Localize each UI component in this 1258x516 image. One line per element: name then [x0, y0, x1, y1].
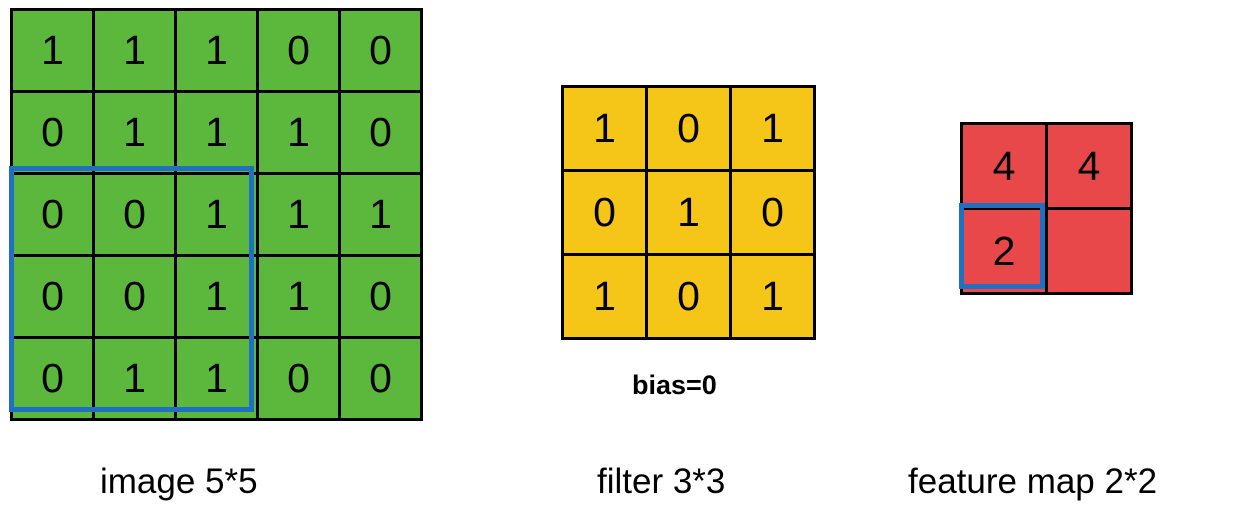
feature-cell-r2c2 [1045, 207, 1133, 295]
image-cell-r1c1: 1 [10, 8, 95, 93]
image-cell-r5c1: 0 [10, 336, 95, 421]
image-cell-r5c5: 0 [338, 336, 423, 421]
image-cell-r5c3: 1 [174, 336, 259, 421]
filter-matrix: 1 0 1 0 1 0 1 0 1 [561, 85, 816, 340]
feature-map-matrix: 4 4 2 [960, 122, 1133, 295]
table-row: 0 1 0 [561, 169, 816, 256]
image-cell-r3c2: 0 [92, 172, 177, 257]
filter-cell-r2c3: 0 [729, 169, 816, 256]
filter-cell-r3c3: 1 [729, 253, 816, 340]
feature-cell-r1c2: 4 [1045, 122, 1133, 210]
table-row: 1 0 1 [561, 253, 816, 340]
filter-cell-r2c2: 1 [645, 169, 732, 256]
image-cell-r3c5: 1 [338, 172, 423, 257]
image-cell-r3c1: 0 [10, 172, 95, 257]
image-matrix: 1 1 1 0 0 0 1 1 1 0 0 0 1 1 1 0 [10, 8, 423, 421]
image-cell-r4c2: 0 [92, 254, 177, 339]
filter-caption: filter 3*3 [597, 462, 726, 501]
image-cell-r1c5: 0 [338, 8, 423, 93]
image-cell-r4c4: 1 [256, 254, 341, 339]
feature-cell-r1c1: 4 [960, 122, 1048, 210]
image-cell-r1c4: 0 [256, 8, 341, 93]
feature-cell-r2c1: 2 [960, 207, 1048, 295]
bias-label: bias=0 [632, 370, 717, 400]
image-cell-r1c2: 1 [92, 8, 177, 93]
image-cell-r4c3: 1 [174, 254, 259, 339]
filter-cell-r1c2: 0 [645, 85, 732, 172]
image-cell-r5c4: 0 [256, 336, 341, 421]
image-cell-r2c2: 1 [92, 90, 177, 175]
feature-map-table: 4 4 2 [960, 122, 1133, 295]
table-row: 1 1 1 0 0 [10, 8, 423, 93]
image-cell-r2c1: 0 [10, 90, 95, 175]
table-row: 4 4 [960, 122, 1133, 210]
image-cell-r3c4: 1 [256, 172, 341, 257]
image-caption: image 5*5 [100, 462, 258, 501]
image-cell-r5c2: 1 [92, 336, 177, 421]
image-matrix-table: 1 1 1 0 0 0 1 1 1 0 0 0 1 1 1 0 [10, 8, 423, 421]
table-row: 0 1 1 1 0 [10, 90, 423, 175]
table-row: 0 0 1 1 1 [10, 172, 423, 257]
filter-cell-r2c1: 0 [561, 169, 648, 256]
filter-cell-r1c3: 1 [729, 85, 816, 172]
filter-cell-r3c1: 1 [561, 253, 648, 340]
table-row: 2 [960, 207, 1133, 295]
image-cell-r1c3: 1 [174, 8, 259, 93]
filter-cell-r1c1: 1 [561, 85, 648, 172]
image-cell-r2c4: 1 [256, 90, 341, 175]
table-row: 0 1 1 0 0 [10, 336, 423, 421]
image-cell-r4c5: 0 [338, 254, 423, 339]
image-cell-r4c1: 0 [10, 254, 95, 339]
filter-matrix-table: 1 0 1 0 1 0 1 0 1 [561, 85, 816, 340]
image-cell-r2c5: 0 [338, 90, 423, 175]
table-row: 0 0 1 1 0 [10, 254, 423, 339]
filter-cell-r3c2: 0 [645, 253, 732, 340]
image-cell-r3c3: 1 [174, 172, 259, 257]
table-row: 1 0 1 [561, 85, 816, 172]
feature-map-caption: feature map 2*2 [908, 462, 1158, 501]
image-cell-r2c3: 1 [174, 90, 259, 175]
